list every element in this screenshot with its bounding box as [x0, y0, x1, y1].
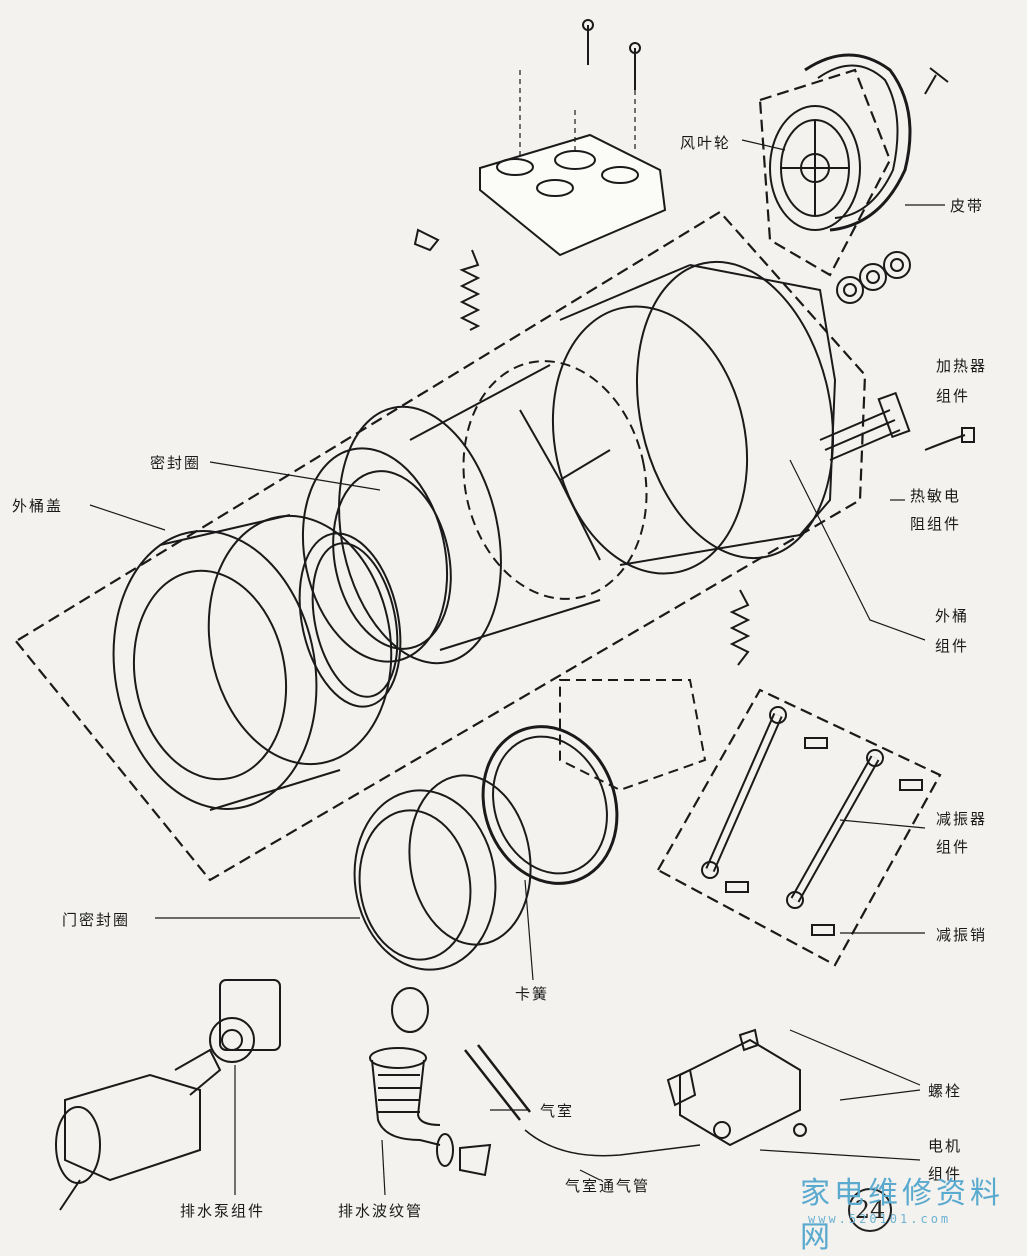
- label-motor-line1: 电机: [928, 1137, 963, 1155]
- label-motor-line2: 组件: [928, 1165, 963, 1183]
- label-bolt: 螺栓: [928, 1082, 963, 1100]
- label-air-tube: 气室通气管: [565, 1177, 651, 1195]
- label-outer-tub-line2: 组件: [935, 637, 970, 655]
- label-air-chamber: 气室: [540, 1102, 575, 1120]
- label-outer-tub-line1: 外桶: [935, 607, 970, 625]
- outer-tub-cover-drawing: [301, 405, 502, 665]
- label-drain-bellows: 排水波纹管: [338, 1202, 424, 1220]
- outer-tub-rear-drawing: [551, 260, 837, 575]
- air-chamber-drawing: [459, 1044, 701, 1177]
- door-seal-drawing: [353, 774, 532, 971]
- seal-ring-drawing: [298, 532, 402, 708]
- lower-spring-drawing: [729, 589, 751, 666]
- heater-drawing: [819, 391, 975, 461]
- drain-pump-drawing: [55, 979, 281, 1211]
- label-spring-clip: 卡簧: [515, 985, 550, 1003]
- front-tub-cover-drawing: [112, 514, 393, 811]
- watermark-text: 家电维修资料网: [800, 1176, 1004, 1255]
- label-belt: 皮带: [950, 197, 985, 215]
- clip-drawing: [413, 228, 440, 252]
- label-heater-line2: 组件: [936, 387, 971, 405]
- label-damper-pin: 减振销: [936, 926, 988, 944]
- belt-drawing: [804, 53, 912, 232]
- label-drain-pump: 排水泵组件: [180, 1202, 266, 1220]
- leader-lines: [89, 139, 945, 1196]
- fan-wheel-drawing: [769, 105, 861, 231]
- top-bracket-drawing: [479, 19, 667, 257]
- belt-bolt-drawing: [924, 67, 949, 95]
- upper-spring-drawing: [459, 249, 481, 331]
- watermark-url: www.520101.com: [808, 1212, 952, 1226]
- label-heater-line1: 加热器: [936, 357, 988, 375]
- drain-bellows-drawing: [369, 987, 454, 1167]
- damper-box-outline: [656, 688, 942, 967]
- label-thermistor-line1: 热敏电: [910, 487, 962, 505]
- label-door-seal: 门密封圈: [62, 911, 131, 929]
- inner-drum-drawing: [409, 360, 648, 651]
- dampers-drawing: [701, 706, 923, 936]
- fan-belt-outline: [758, 68, 892, 277]
- spring-clip-ring-drawing: [481, 725, 619, 885]
- label-fan-wheel: 风叶轮: [680, 134, 732, 152]
- bearing-rings-drawing: [836, 251, 911, 304]
- label-seal-ring: 密封圈: [150, 454, 202, 472]
- label-outer-tub-cover: 外桶盖: [12, 497, 64, 515]
- label-thermistor-line2: 阻组件: [910, 515, 962, 533]
- label-damper-line1: 减振器: [936, 810, 988, 828]
- motor-drawing: [666, 1028, 807, 1147]
- page-number: 24: [848, 1188, 892, 1232]
- label-damper-line2: 组件: [936, 838, 971, 856]
